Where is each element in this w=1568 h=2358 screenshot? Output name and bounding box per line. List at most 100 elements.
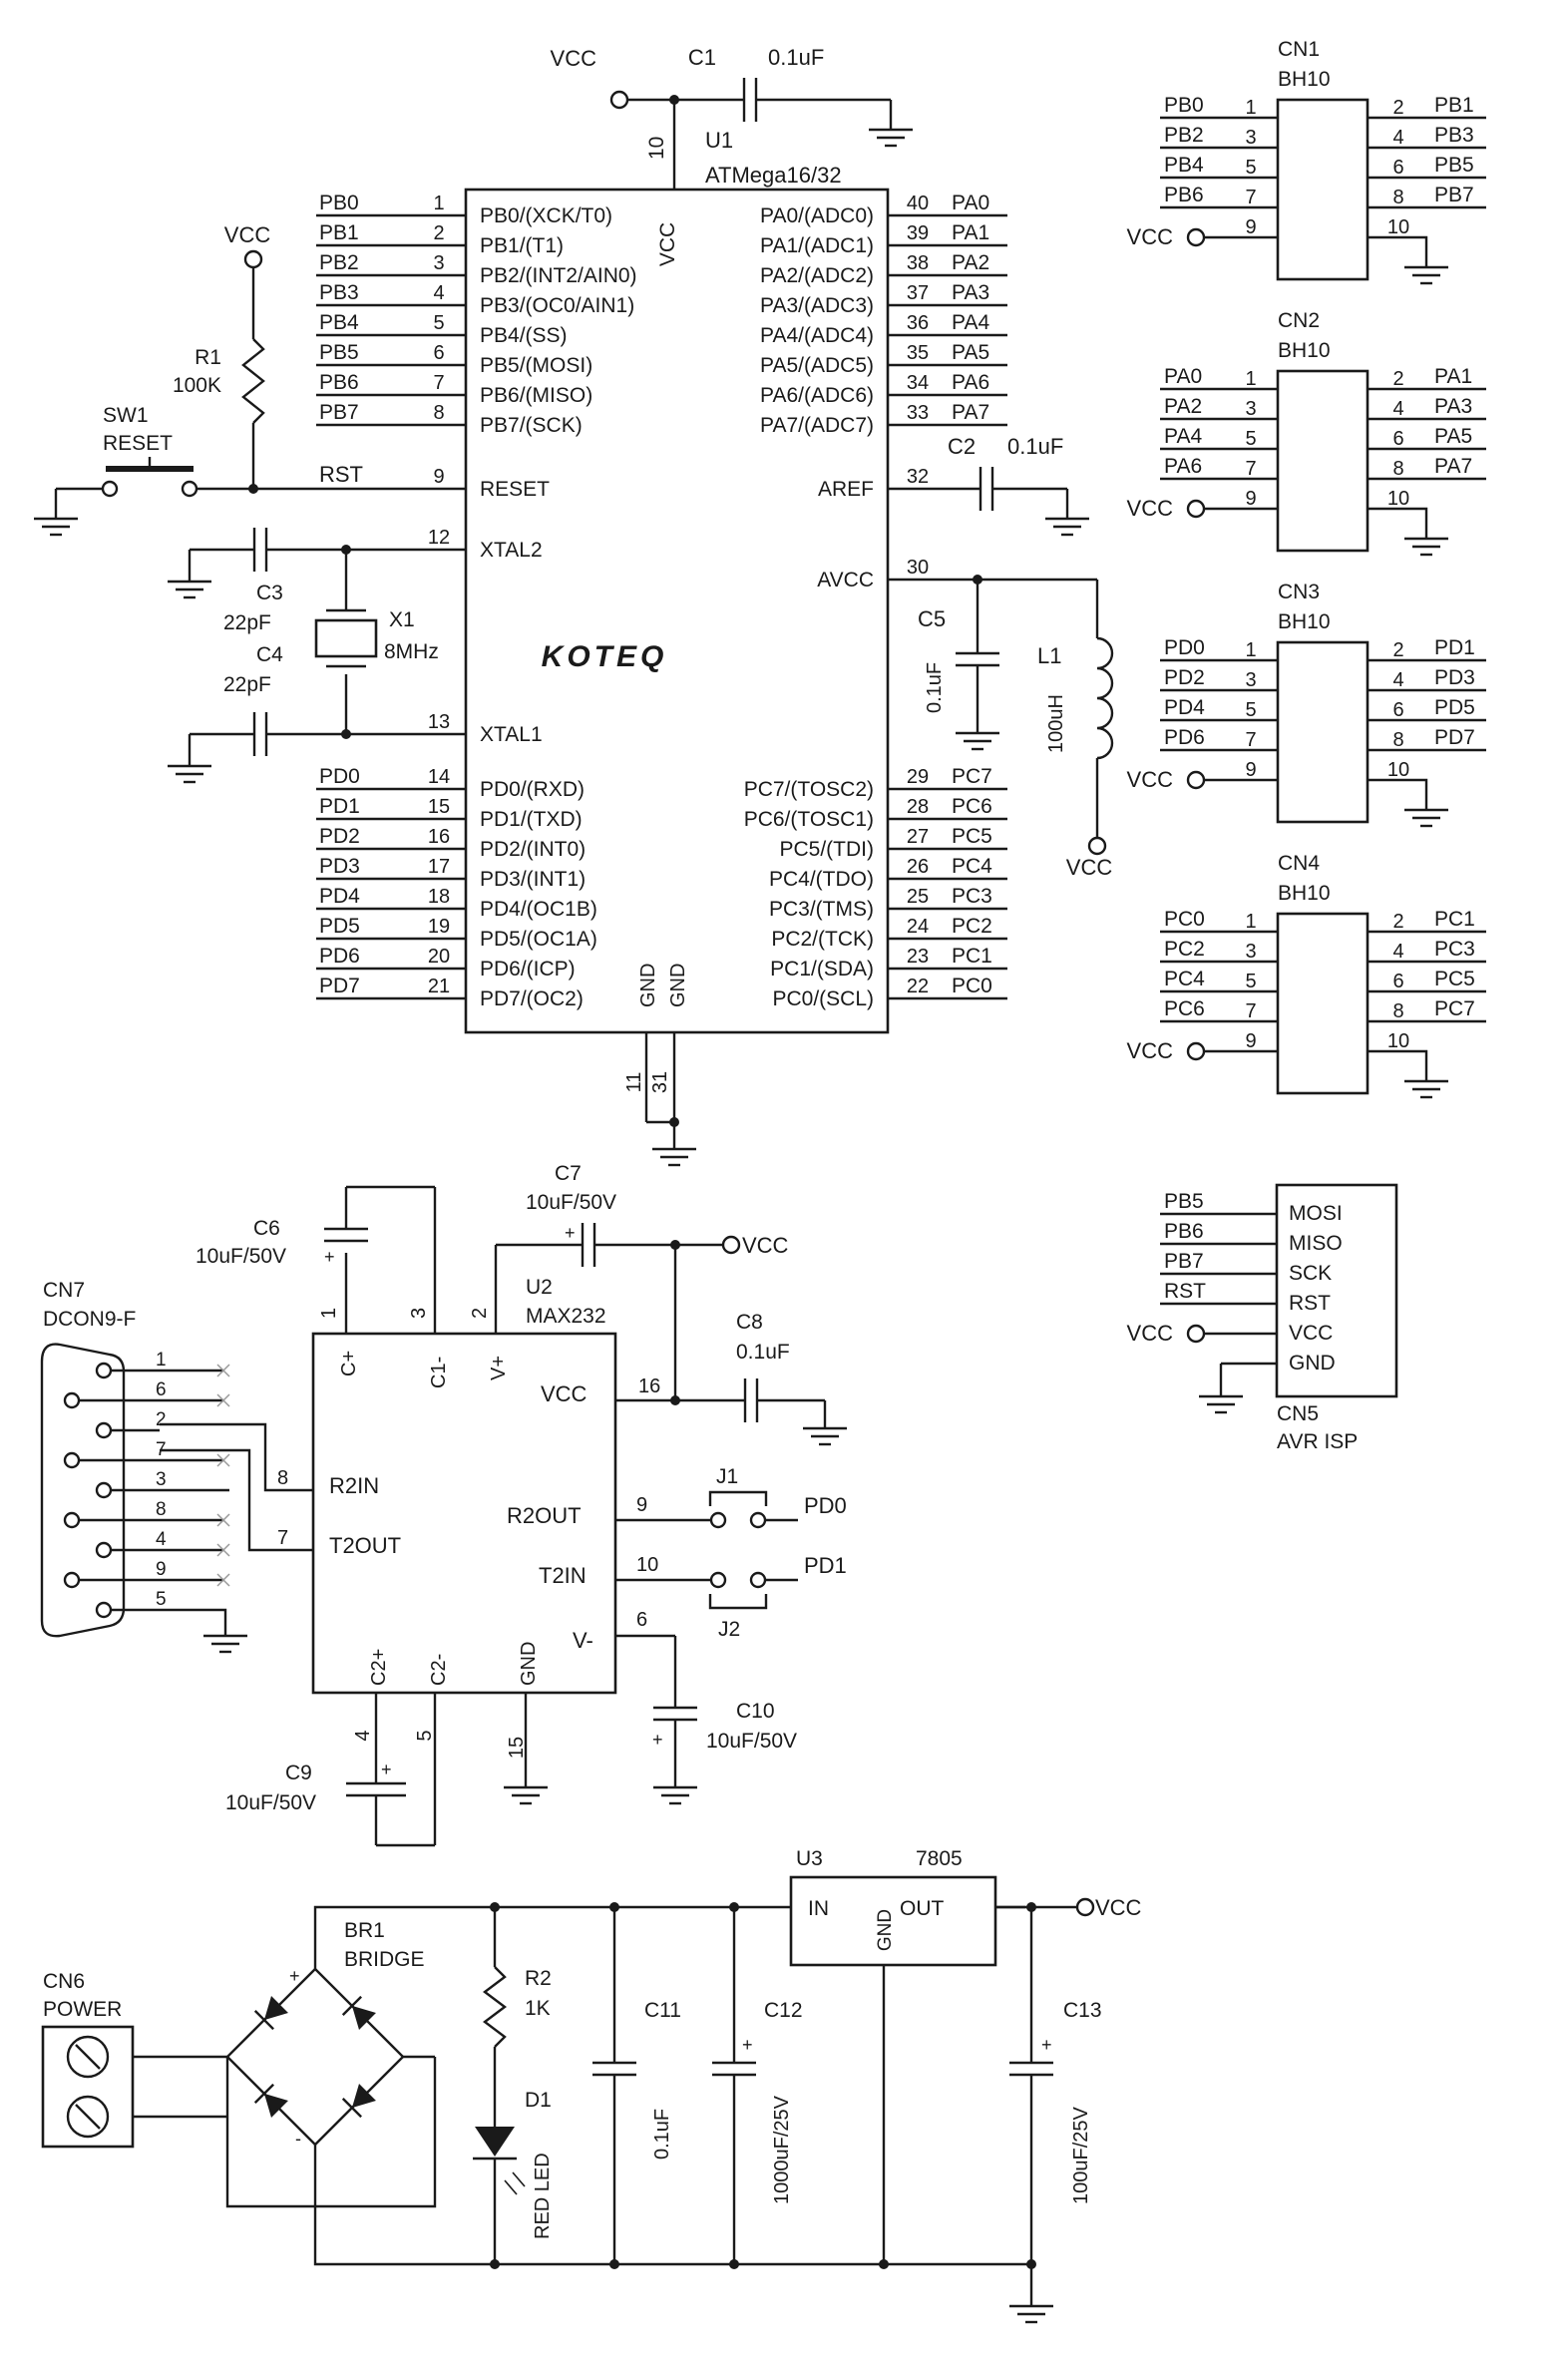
u1-pin-name: AREF [818,478,874,501]
u1-pin-name: PC4/(TDO) [769,868,874,891]
header-pin-number: 5 [1245,157,1256,179]
header-pin-number: 10 [1387,759,1409,781]
u1-pin-number: 5 [433,312,444,334]
db9-pin-number: 9 [156,1559,167,1580]
header-pin-number: 10 [1387,1030,1409,1052]
header-pin-number: 4 [1392,669,1403,691]
u1-pin-name: PC7/(TOSC2) [744,778,874,801]
header-pin-number: 10 [1387,216,1409,238]
header-pin-number: 1 [1245,368,1256,390]
u1-pin-name: PA6/(ADC6) [760,384,874,407]
net-label: PC6 [952,795,992,818]
u2-body [311,1332,617,1695]
u2-c2p-label: C2+ [368,1649,390,1686]
net-label: PB7 [1434,184,1474,206]
u1-pin-name: PC3/(TMS) [769,898,874,921]
net-label: PC4 [952,855,992,878]
db9-pin-number: 8 [156,1499,167,1520]
u1-pin-number: 29 [907,766,929,788]
r1-value: 100K [173,374,221,397]
u2-pin-16: 16 [638,1376,660,1397]
u2-t2in-label: T2IN [539,1563,587,1588]
vcc-label: VCC [1127,767,1174,792]
net-label: PC2 [1164,938,1205,961]
net-label: PB3 [319,281,359,304]
c9-ref: C9 [285,1762,312,1784]
net-label: PB5 [1434,154,1474,177]
isp-pin-label: VCC [1289,1322,1333,1345]
header-type: BH10 [1278,339,1331,362]
u2-c1p-label: C+ [338,1351,360,1376]
u1-pin-number: 12 [428,527,450,549]
net-label: PA1 [952,221,989,244]
header-pin-number: 3 [1245,127,1256,149]
u1-pin-number: 14 [428,766,450,788]
isp-pin-label: SCK [1289,1262,1332,1285]
c5-ref: C5 [918,606,946,631]
ground-symbol [203,1634,247,1654]
u2-pin-2: 2 [469,1308,491,1319]
net-label: PB7 [1164,1250,1204,1273]
net-label: PA0 [1164,365,1202,388]
header-pin-number: 9 [1245,216,1256,238]
header-pin-number: 10 [1387,488,1409,510]
u1-vcc-pin-label: VCC [656,222,679,266]
u2-pin-1: 1 [318,1308,340,1319]
net-label: PA1 [1434,365,1472,388]
u1-pin-number: 13 [428,711,450,733]
u1-pin-name: XTAL1 [480,723,543,746]
net-label: PD2 [1164,666,1205,689]
u1-gnd-label-2: GND [667,964,689,1007]
u1-pin-number: 20 [428,946,450,968]
header-pin-number: 5 [1245,699,1256,721]
net-label: PB1 [1434,94,1474,117]
header-pin-number: 9 [1245,488,1256,510]
c9-plus: + [381,1760,392,1779]
u1-pin-number: 40 [907,193,929,214]
cn7-ref: CN7 [43,1279,85,1302]
net-label: PA3 [1434,395,1472,418]
u1-pin-name: PC6/(TOSC1) [744,808,874,831]
u1-pin-name: PD6/(ICP) [480,958,576,981]
db9-pin-hole [63,1451,81,1469]
u2-r2out-label: R2OUT [507,1503,582,1528]
sw1-ref: SW1 [103,404,149,427]
net-label: PB4 [1164,154,1204,177]
net-label: PD3 [1434,666,1475,689]
db9-pin-hole [63,1511,81,1529]
u1-pin-number: 3 [433,252,444,274]
u1-pin-name: PB4/(SS) [480,324,568,347]
u1-gnd-pin-11: 11 [623,1072,645,1093]
net-label: PA2 [952,251,989,274]
u3-regulator-body [789,1875,997,1967]
u1-pin-number: 21 [428,976,450,997]
u2-pin-7: 7 [277,1527,288,1549]
ground-symbol [1404,808,1448,828]
vcc-label-cn5: VCC [1127,1321,1174,1346]
cn6-body [41,2025,135,2149]
net-label: PC7 [1434,997,1475,1020]
x1-ref: X1 [389,608,415,631]
ground-symbol [1009,2304,1053,2324]
u2-pin-5: 5 [414,1730,436,1741]
c1-value: 0.1uF [768,45,824,70]
net-label: PD4 [319,885,360,908]
u2-pin-3: 3 [408,1308,430,1319]
header-body [1276,640,1370,824]
crystal-circuit: X1 8MHz C3 22pF C4 22pF [168,528,466,784]
vcc-label-l1: VCC [1066,855,1113,880]
c6-ref: C6 [253,1217,280,1240]
u2-pin-9: 9 [636,1494,647,1516]
db9-pin-hole [63,1391,81,1409]
c10-plus: + [652,1730,663,1750]
vcc-label-c1: VCC [551,46,597,71]
